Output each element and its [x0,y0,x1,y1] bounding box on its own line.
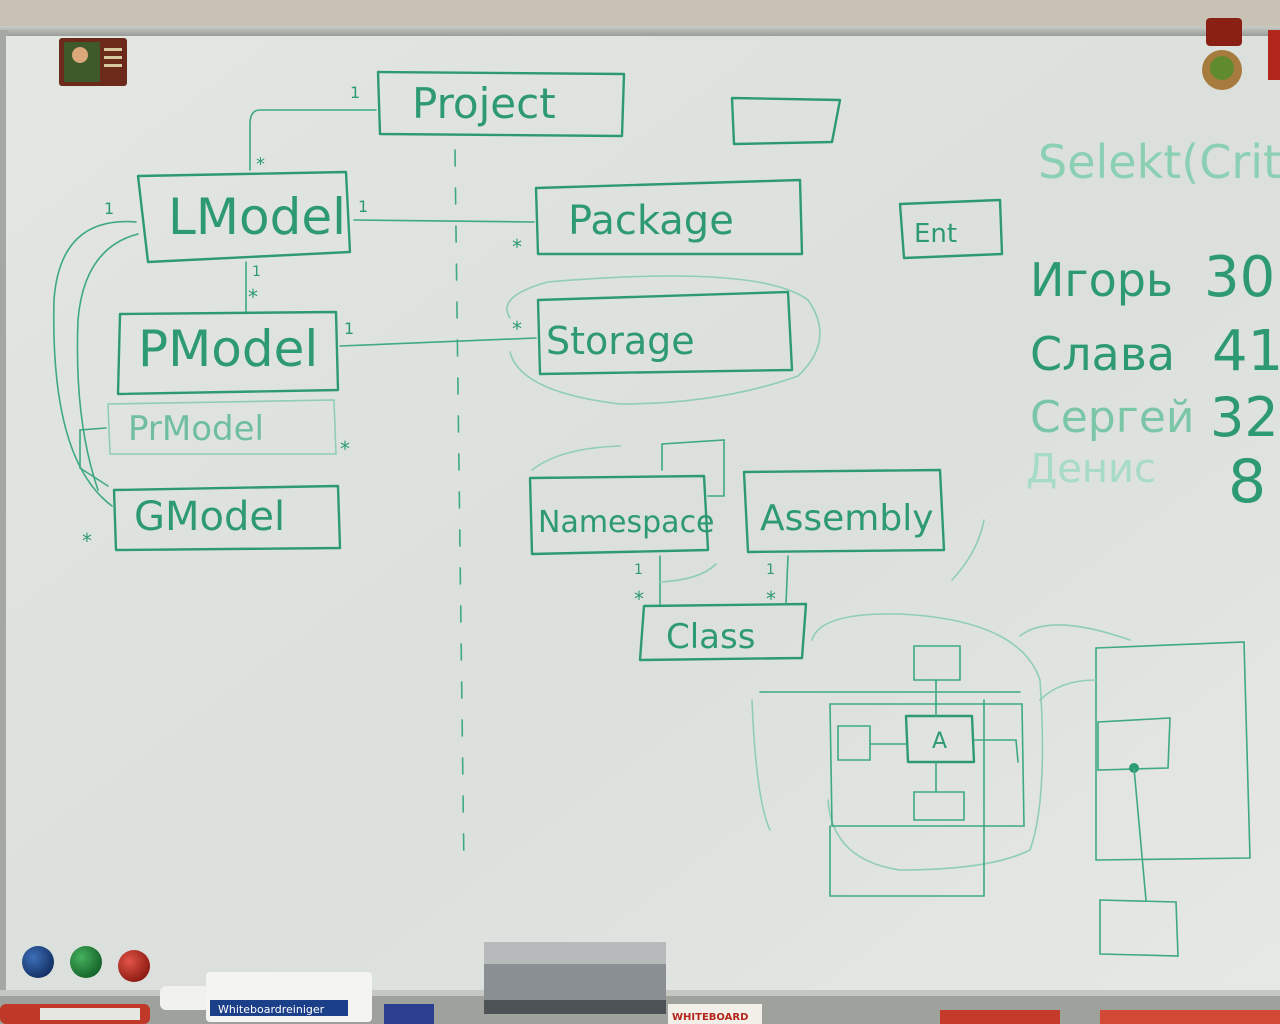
magnet-blue [22,946,54,978]
mult-package-many: * [512,235,522,259]
sketch-inner-frame [829,703,1025,827]
class-label-project: Project [412,79,556,128]
project-box [376,70,626,138]
namespace-arc [531,445,621,471]
mult-namespace-one: 1 [634,562,643,578]
class-box [638,602,808,662]
mult-pmodel-many: * [248,285,258,309]
sketch-right-link [973,739,1019,763]
sketch-a-box [904,714,976,764]
board-surface [6,36,1280,996]
marker-red-2 [940,1010,1060,1024]
prmodel-box [107,399,337,455]
score-value-0: 30 [1204,245,1275,310]
link-prmodel-gmodel [79,427,109,487]
class-label-gmodel: GModel [134,494,285,540]
bottom-magnets [22,946,150,982]
mult-class-many-a: * [634,587,644,611]
link-lmodel-prmodel [76,233,139,491]
sketch-right-frame [1095,641,1251,861]
score-name-0: Игорь [1030,253,1173,307]
class-label-class: Class [666,617,755,657]
notes: Selekt(Crit) Игорь 30 Слава 41 Сергей 32… [1026,135,1280,517]
pmodel-box [116,310,340,396]
score-name-2: Сергей [1030,392,1195,443]
mult-lmodel-left-one: 1 [104,199,114,218]
magnet-round-icon [1202,18,1280,90]
sketch-a-label: A [932,729,947,754]
score-name-3: Денис [1026,446,1156,492]
mult-class-many-b: * [766,587,776,611]
class-label-assembly: Assembly [760,498,934,539]
class-namespace-arc [659,563,717,583]
sketch-bottom-box [913,791,965,821]
class-label-package: Package [568,198,734,244]
dashed-separator [454,149,465,871]
namespace-box [528,474,710,556]
cleaner-label: Whiteboardreiniger [218,1003,325,1016]
class-label-ent: Ent [914,219,957,249]
link-lmodel-package [353,219,535,223]
mult-gmodel-many: * [82,529,92,553]
score-name-1: Слава [1030,327,1175,381]
mult-storage-many: * [512,317,522,341]
storage-box [536,290,794,376]
mult-project-one: 1 [350,83,360,102]
marker-box-label: WHITEBOARD [672,1012,748,1023]
sketch-right-link [1133,767,1147,901]
sketch-lower-frame [829,699,985,897]
class-label-pmodel: PModel [138,320,318,378]
mult-assembly-one: 1 [766,562,775,578]
sketch-top-box [913,645,961,681]
link-pmodel-storage [339,337,537,347]
gmodel-box [112,484,342,552]
ent-box [898,198,1004,260]
assembly-box [742,468,946,554]
board-frame-top [0,26,1280,38]
lmodel-box [136,170,352,264]
class-label-prmodel: PrModel [128,409,264,449]
mult-pmodel-one: 1 [344,319,354,338]
sketch-outer-oval [811,613,1044,871]
assembly-arc [951,519,985,581]
namespace-self-link [661,439,725,497]
sketch-link-arc [1039,679,1097,701]
score-list: Игорь 30 Слава 41 Сергей 32 Денис 8 [1026,245,1280,517]
sketch-top-arc [1019,624,1131,641]
storage-outline [506,275,821,405]
magnet-green [70,946,102,978]
score-value-3: 8 [1228,447,1266,517]
formula-text: Selekt(Crit) [1038,135,1280,189]
mult-lmodel-one-b: 1 [252,264,261,280]
package-box [534,178,804,256]
class-label-namespace: Namespace [538,505,715,540]
link-lmodel-gmodel [52,220,137,507]
marker-red-3 [1100,1010,1280,1024]
uml-diagram: Project 1 * LModel Package 1 * 1 * PMode… [52,70,1251,957]
marker-box [668,1004,762,1024]
mult-lmodel-one: 1 [358,197,368,216]
class-label-lmodel: LModel [168,188,346,246]
link-project-lmodel [249,109,377,171]
board-frame-left [0,30,8,1024]
magnet-photo-icon [59,38,127,86]
mult-lmodel-many: * [256,154,265,175]
sketch-left-box [837,725,871,761]
empty-box [730,96,842,146]
link-assembly-class [785,555,789,605]
mult-prmodel-many: * [340,437,350,461]
sketch-bottom-right-box [1099,899,1179,957]
score-value-2: 32 [1210,386,1279,449]
magnet-red [118,950,150,982]
class-label-storage: Storage [546,319,695,363]
eraser [484,942,666,1014]
cleaner-bottle: Whiteboardreiniger [160,972,372,1022]
sketch-right-box [1097,717,1171,771]
sketch-left-curve [751,699,771,831]
tray-items: Whiteboardreiniger WHITEBOARD [0,942,1280,1024]
score-value-1: 41 [1212,319,1280,384]
marker-blue [384,1004,434,1024]
